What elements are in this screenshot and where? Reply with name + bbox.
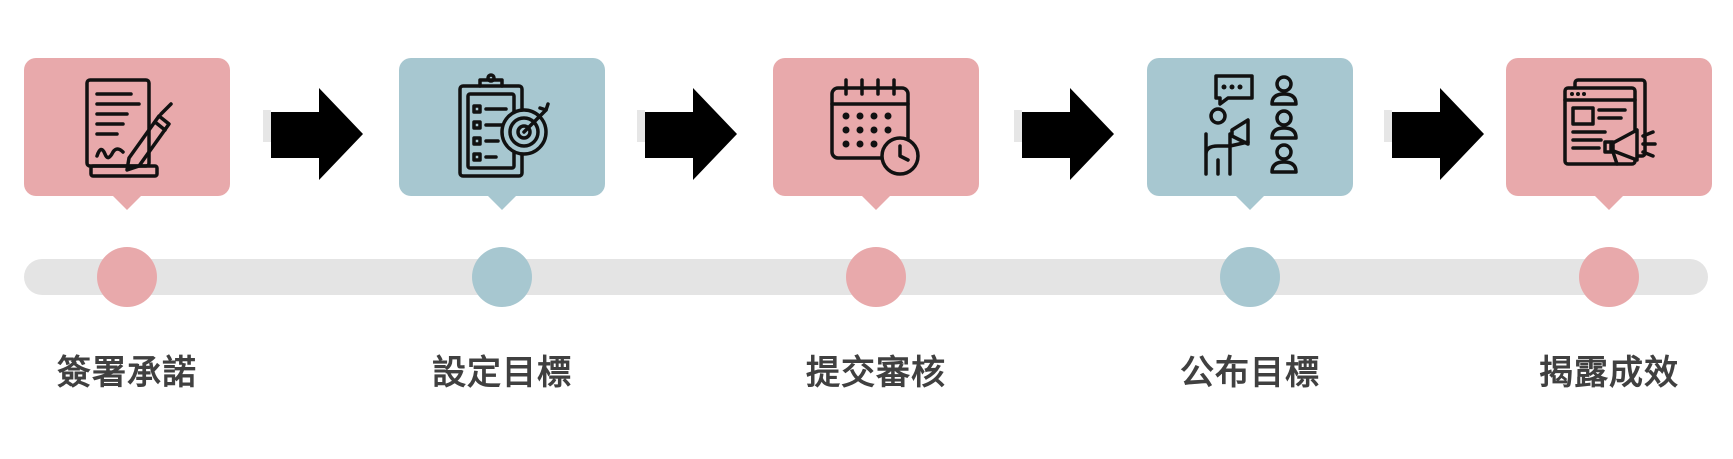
timeline-dot [472, 247, 532, 307]
step-label: 簽署承諾 [57, 353, 197, 393]
presenter-megaphone-audience-icon [1204, 74, 1298, 176]
step-card-goal [399, 58, 605, 210]
arrow-right-icon [1014, 88, 1114, 180]
arrow-right-icon [637, 88, 737, 180]
signed-document-pen-icon [85, 78, 173, 178]
calendar-clock-icon [830, 78, 920, 176]
timeline-dot [1220, 247, 1280, 307]
step-card-review [773, 58, 979, 210]
step-card-publish [1147, 58, 1353, 210]
step-label: 提交審核 [806, 353, 946, 393]
step-card-disclose [1506, 58, 1712, 210]
web-page-megaphone-icon [1563, 78, 1657, 166]
arrow-right-icon [1384, 88, 1484, 180]
clipboard-target-icon [458, 73, 550, 178]
step-label: 揭露成效 [1539, 353, 1679, 393]
timeline-dot [97, 247, 157, 307]
timeline-dot [1579, 247, 1639, 307]
timeline-dot [846, 247, 906, 307]
step-card-sign [24, 58, 230, 210]
arrow-right-icon [263, 88, 363, 180]
step-label: 設定目標 [432, 353, 572, 393]
step-label: 公布目標 [1180, 353, 1320, 393]
